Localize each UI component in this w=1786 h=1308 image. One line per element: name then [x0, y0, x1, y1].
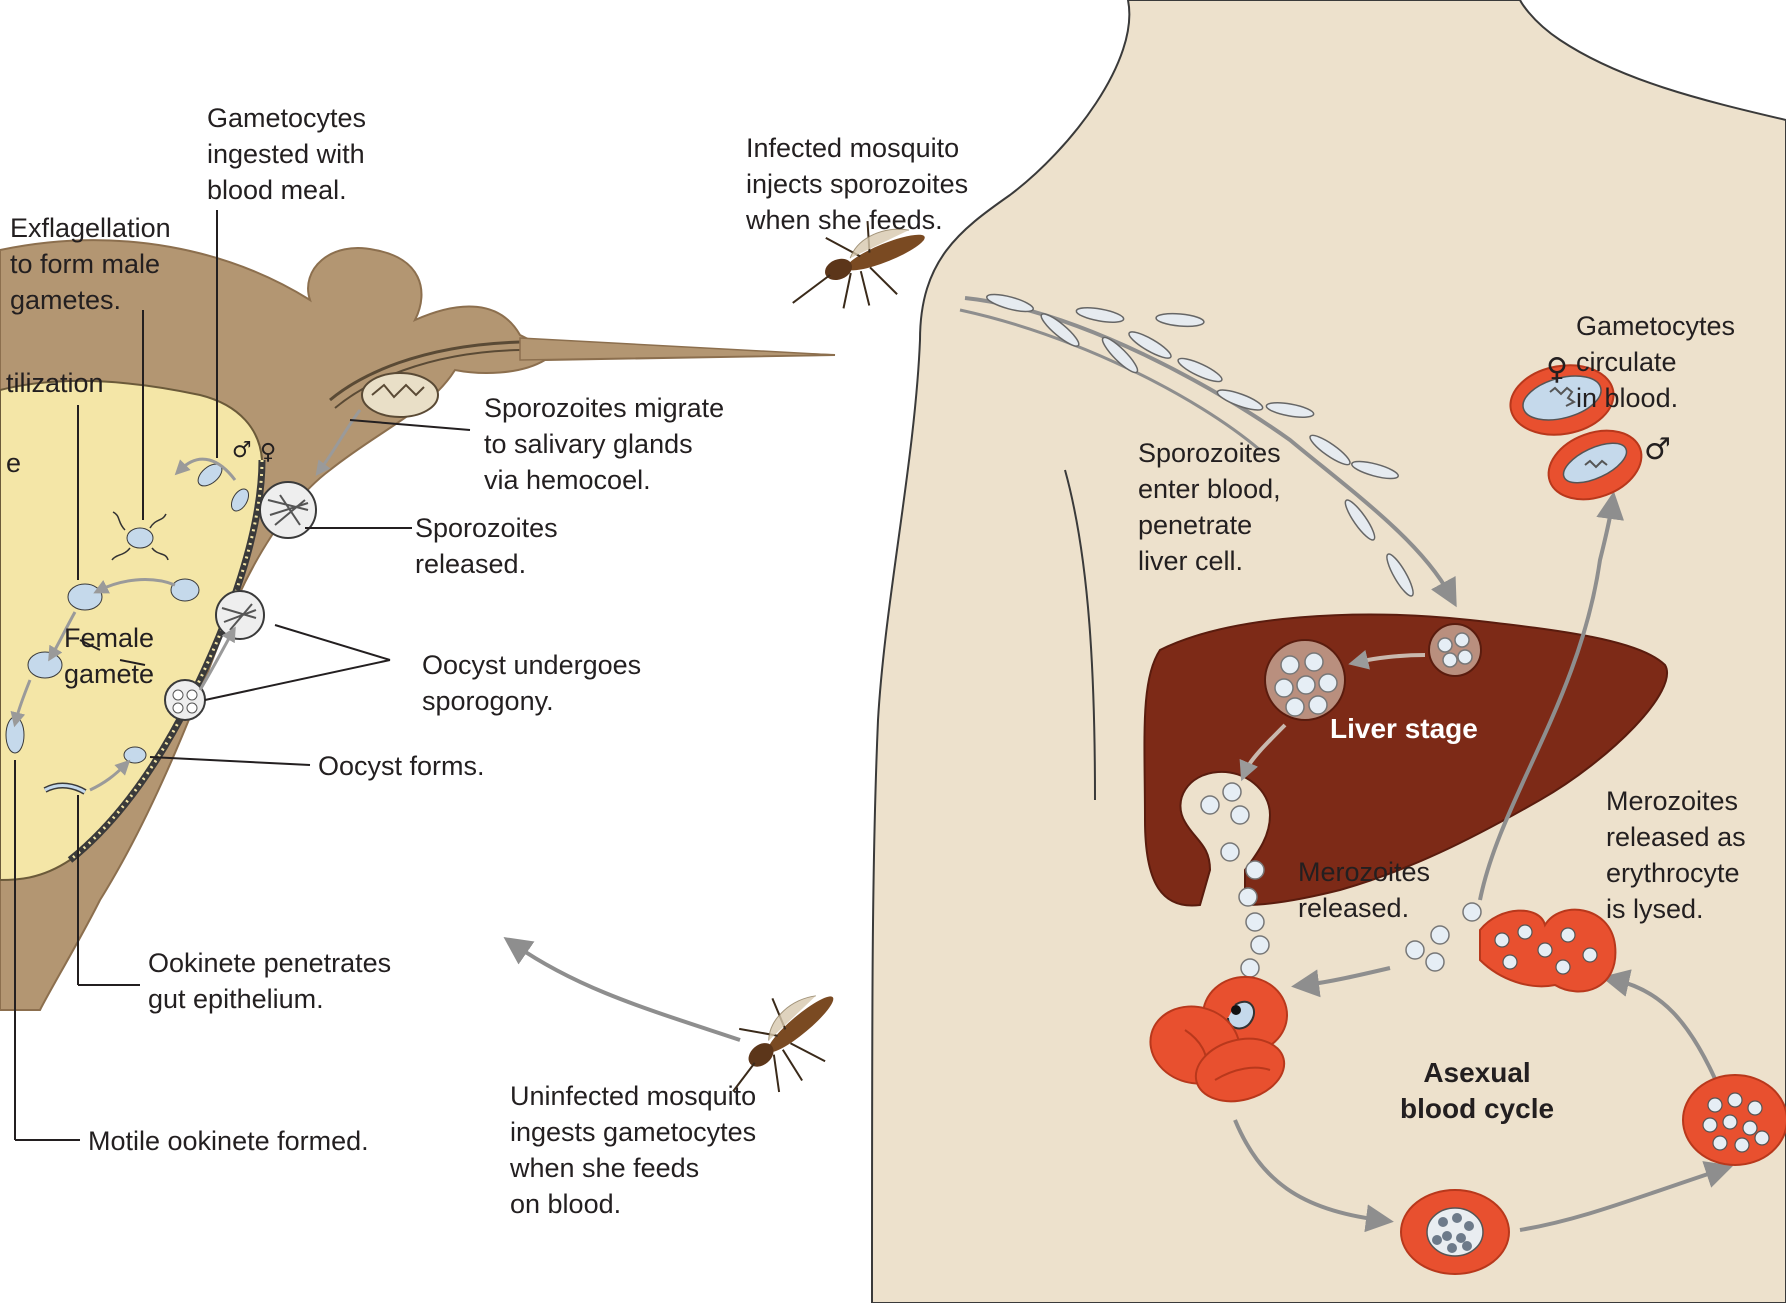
label-uninfected-mosquito: Uninfected mosquito ingests gametocytes … [510, 1078, 756, 1222]
label-ookinete-penetrates: Ookinete penetrates gut epithelium. [148, 945, 391, 1017]
label-oocyst-forms: Oocyst forms. [318, 748, 485, 784]
return-arrow [515, 945, 740, 1040]
female-symbol-mosquito: ♀ [260, 440, 276, 465]
label-merozoites-released: Merozoites released. [1298, 854, 1430, 926]
label-merozoites-lysed: Merozoites released as erythrocyte is ly… [1606, 783, 1746, 927]
label-oocyst-sporogony: Oocyst undergoes sporogony. [422, 647, 641, 719]
label-female-gamete: Female gamete [64, 620, 154, 692]
label-liver-stage: Liver stage [1330, 711, 1478, 747]
label-gametocytes-circulate: Gametocytes circulate in blood. [1576, 308, 1735, 416]
male-symbol-mosquito: ♂ [232, 438, 252, 463]
label-gametocytes-ingested: Gametocytes ingested with blood meal. [207, 100, 366, 208]
female-symbol-blood: ♀ [1546, 352, 1568, 387]
male-symbol-blood: ♂ [1644, 432, 1671, 467]
label-motile-ookinete: Motile ookinete formed. [88, 1123, 369, 1159]
label-sporozoites-released: Sporozoites released. [415, 510, 558, 582]
label-asexual-cycle: Asexual blood cycle [1400, 1055, 1554, 1127]
label-fertilization: tilization [6, 365, 104, 401]
label-exflagellation: Exflagellation to form male gametes. [10, 210, 171, 318]
label-sporozoites-migrate: Sporozoites migrate to salivary glands v… [484, 390, 724, 498]
label-infected-mosquito: Infected mosquito injects sporozoites wh… [746, 130, 968, 238]
label-sporozoites-enter: Sporozoites enter blood, penetrate liver… [1138, 435, 1281, 579]
label-cut-letter: e [6, 445, 21, 481]
